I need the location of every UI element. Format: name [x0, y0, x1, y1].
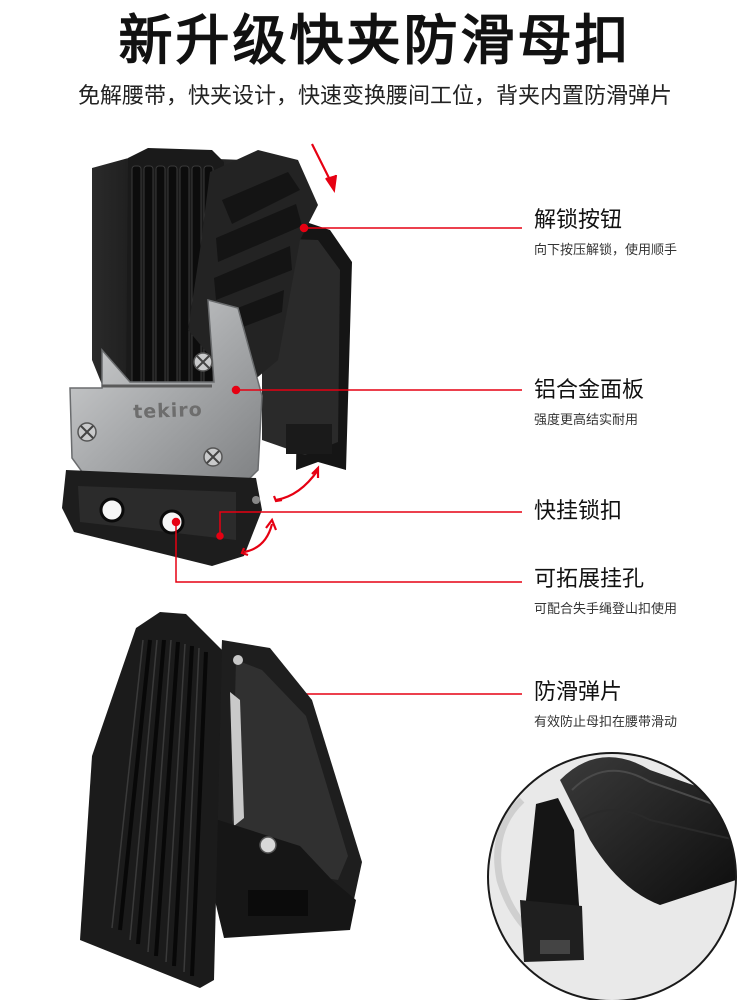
callout-anti-slip-spring: 防滑弹片 有效防止母扣在腰带滑动: [534, 679, 677, 733]
callout-title: 解锁按钮: [534, 208, 623, 233]
callout-unlock-button: 解锁按钮 向下按压解锁，使用顺手: [534, 207, 677, 261]
callout-desc: 强度更高结实耐用: [534, 413, 639, 428]
callout-desc: 有效防止母扣在腰带滑动: [534, 715, 678, 730]
brand-logo: tekiro: [132, 398, 204, 424]
callout-title: 防滑弹片: [534, 680, 623, 705]
callout-desc: 向下按压解锁，使用顺手: [534, 243, 678, 258]
page-subtitle: 免解腰带，快夹设计，快速变换腰间工位，背夹内置防滑弹片: [77, 84, 672, 109]
callout-extension-hole: 可拓展挂孔 可配合失手绳登山扣使用: [534, 566, 677, 620]
usage-inset: [487, 752, 737, 1000]
callout-title: 铝合金面板: [534, 378, 645, 403]
buckle-front-view: [62, 148, 352, 566]
callout-aluminium-panel: 铝合金面板 强度更高结实耐用: [534, 377, 644, 431]
callout-quick-lock: 快挂锁扣: [534, 498, 622, 526]
callout-title: 可拓展挂孔: [534, 567, 645, 592]
page-title: 新升级快夹防滑母扣: [118, 9, 632, 72]
callout-title: 快挂锁扣: [534, 499, 623, 524]
buckle-side-view: [80, 612, 362, 988]
motion-arrows: [240, 143, 338, 557]
callout-desc: 可配合失手绳登山扣使用: [534, 602, 678, 617]
